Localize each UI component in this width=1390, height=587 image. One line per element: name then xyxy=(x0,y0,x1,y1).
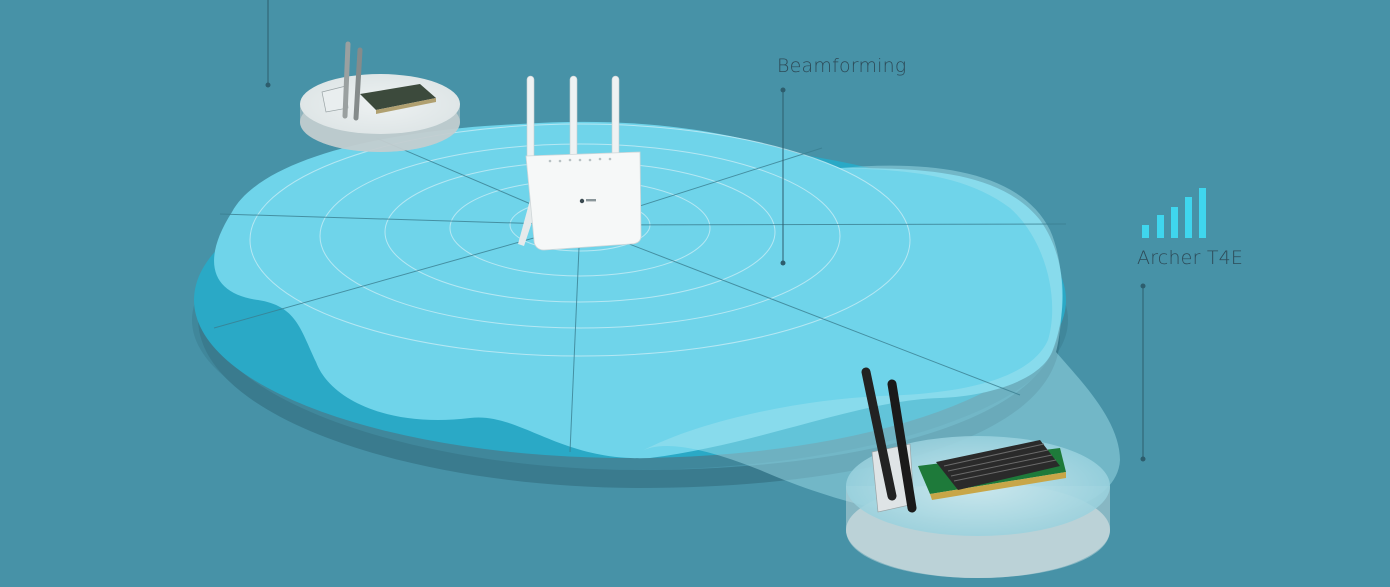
router-device xyxy=(518,76,641,250)
product-leader-line xyxy=(1141,284,1146,462)
beamforming-label: Beamforming xyxy=(777,55,907,77)
top-left-leader-line xyxy=(266,0,271,88)
signal-strength-icon xyxy=(1142,188,1206,238)
product-name-label: Archer T4E xyxy=(1137,247,1243,269)
client-adapter-top-left xyxy=(300,44,460,152)
